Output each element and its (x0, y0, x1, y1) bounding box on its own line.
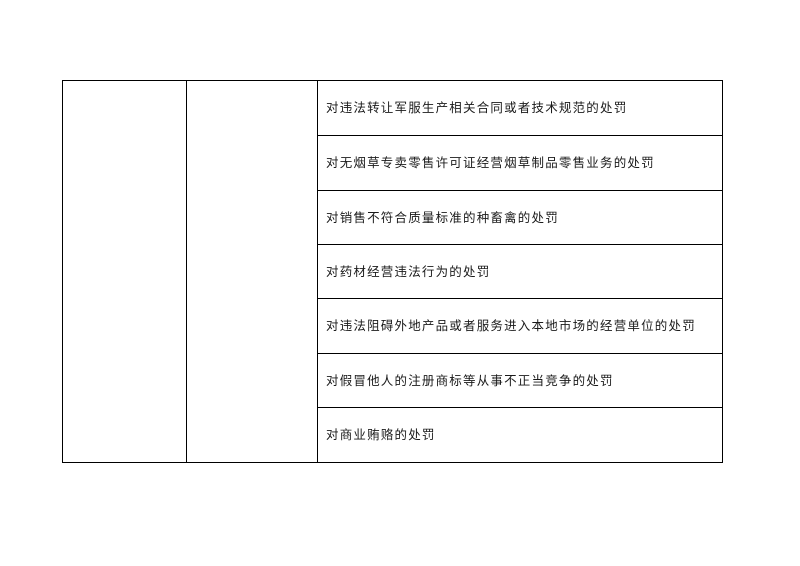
penalty-item: 对商业贿赂的处罚 (317, 407, 723, 463)
penalty-item: 对违法阻碍外地产品或者服务进入本地市场的经营单位的处罚 (317, 298, 723, 354)
penalty-item: 对无烟草专卖零售许可证经营烟草制品零售业务的处罚 (317, 135, 723, 191)
table-row: 对违法转让军服生产相关合同或者技术规范的处罚 (62, 80, 723, 463)
penalty-table: 对违法转让军服生产相关合同或者技术规范的处罚 对无烟草专卖零售许可证经营烟草制品… (62, 80, 723, 463)
penalty-item: 对违法转让军服生产相关合同或者技术规范的处罚 (317, 80, 723, 136)
table-row: 对销售不符合质量标准的种畜禽的处罚 (63, 190, 723, 245)
table-row: 对无烟草专卖零售许可证经营烟草制品零售业务的处罚 (63, 135, 723, 191)
table-row: 对商业贿赂的处罚 (63, 407, 723, 463)
penalty-item: 对销售不符合质量标准的种畜禽的处罚 (317, 190, 723, 245)
table-row: 对假冒他人的注册商标等从事不正当竞争的处罚 (63, 353, 723, 408)
penalty-item: 对药材经营违法行为的处罚 (317, 244, 723, 299)
penalty-item: 对假冒他人的注册商标等从事不正当竞争的处罚 (317, 353, 723, 408)
blank-cell-col1 (62, 80, 187, 463)
table-row: 对违法阻碍外地产品或者服务进入本地市场的经营单位的处罚 (63, 298, 723, 354)
blank-cell-col2 (186, 80, 318, 463)
